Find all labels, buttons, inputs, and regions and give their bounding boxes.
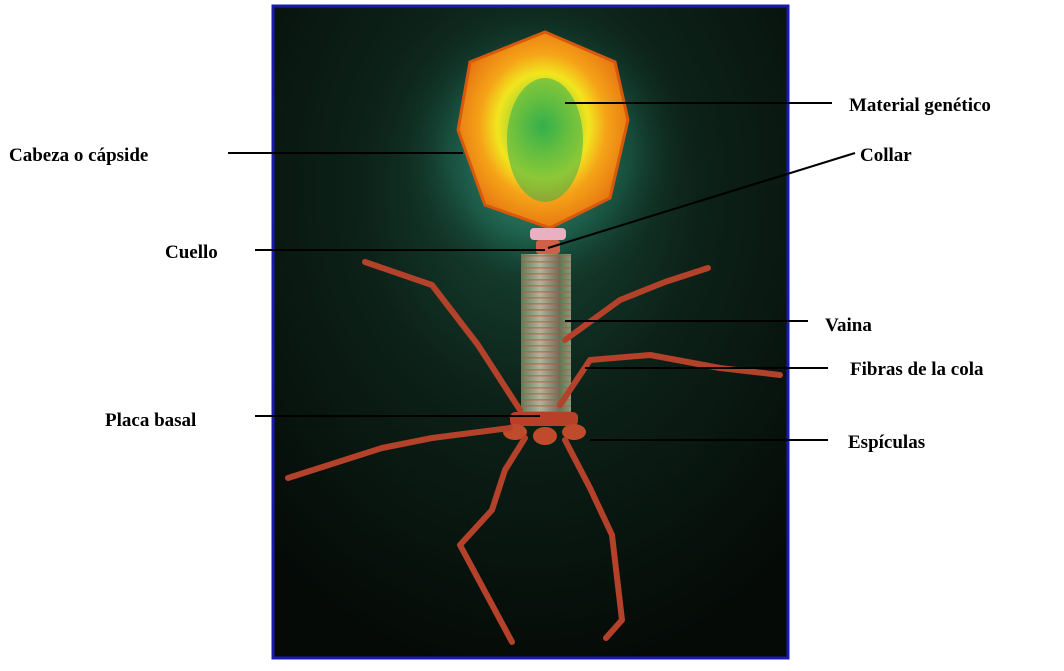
label-placa-basal: Placa basal	[105, 410, 196, 432]
label-cuello: Cuello	[165, 242, 218, 264]
label-espiculas: Espículas	[848, 432, 925, 454]
label-material-genetico: Material genético	[849, 95, 991, 117]
genetic-material	[507, 78, 583, 202]
label-collar: Collar	[860, 145, 912, 167]
tail-sheath	[521, 254, 571, 414]
capsid-head	[458, 32, 628, 228]
label-vaina: Vaina	[825, 315, 872, 337]
label-fibras-de-la-cola: Fibras de la cola	[850, 359, 984, 381]
label-cabeza: Cabeza o cápside	[9, 145, 148, 167]
